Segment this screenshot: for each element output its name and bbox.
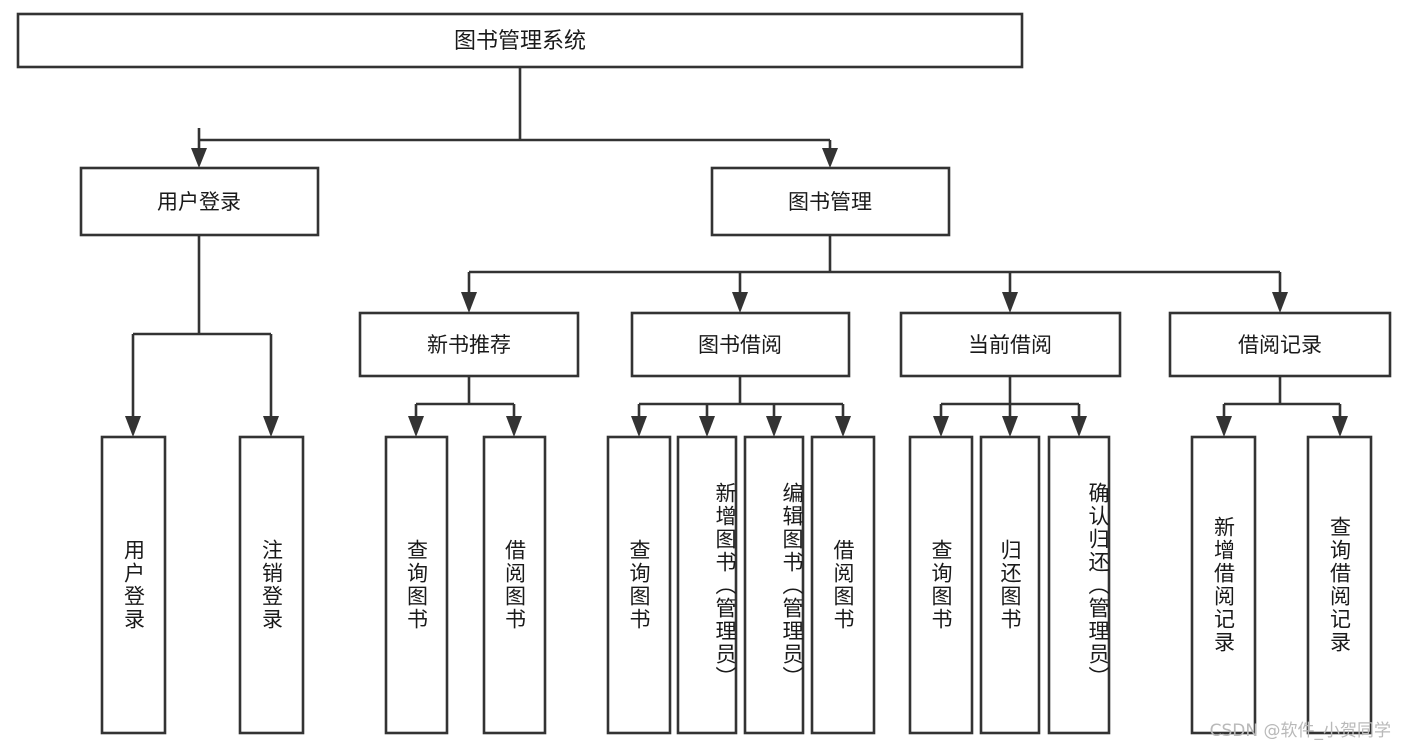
csdn-watermark: CSDN @软件_小贺同学 bbox=[1209, 721, 1391, 741]
arrow-leaf-edit-book bbox=[766, 416, 782, 437]
arrow-leaf-query-book-2 bbox=[631, 416, 647, 437]
arrow-leaf-return-book bbox=[1002, 416, 1018, 437]
book-borrow-box[interactable] bbox=[630, 311, 851, 378]
leaf-add-book-box[interactable] bbox=[676, 435, 738, 735]
leaf-user-login-box[interactable] bbox=[100, 435, 167, 735]
arrow-leaf-confirm-return bbox=[1071, 416, 1087, 437]
edges bbox=[125, 67, 1348, 437]
borrow-record-label: 借阅记录 bbox=[1238, 333, 1322, 357]
leaf-query-book-3-box[interactable] bbox=[908, 435, 974, 735]
arrow-leaf-logout-login bbox=[263, 416, 279, 437]
arrow-leaf-add-book bbox=[699, 416, 715, 437]
arrow-leaf-query-record bbox=[1332, 416, 1348, 437]
root-box[interactable] bbox=[16, 12, 1024, 69]
node-new-book-recommend[interactable]: 新书推荐 bbox=[358, 311, 580, 378]
node-borrow-record[interactable]: 借阅记录 bbox=[1168, 311, 1392, 378]
leaf-edit-book-box[interactable] bbox=[743, 435, 805, 735]
user-login-label: 用户登录 bbox=[157, 190, 241, 214]
leaf-query-record-box[interactable] bbox=[1306, 435, 1373, 735]
node-book-borrow[interactable]: 图书借阅 bbox=[630, 311, 851, 378]
current-borrow-label: 当前借阅 bbox=[968, 333, 1052, 357]
arrow-leaf-borrow-book-1 bbox=[506, 416, 522, 437]
arrow-leaf-borrow-book-2 bbox=[835, 416, 851, 437]
leaf-query-book-1-box[interactable] bbox=[384, 435, 449, 735]
borrow-record-box[interactable] bbox=[1168, 311, 1392, 378]
leaf-borrow-book-1-box[interactable] bbox=[482, 435, 547, 735]
arrow-current-borrow bbox=[1002, 292, 1018, 313]
book-management-box[interactable] bbox=[710, 166, 951, 237]
arrow-leaf-query-book-1 bbox=[408, 416, 424, 437]
leaf-query-book-2-box[interactable] bbox=[606, 435, 672, 735]
book-management-label: 图书管理 bbox=[788, 190, 872, 214]
leaf-confirm-return-box[interactable] bbox=[1047, 435, 1111, 735]
leaf-add-record-box[interactable] bbox=[1190, 435, 1257, 735]
leaf-logout-login-box[interactable] bbox=[238, 435, 305, 735]
arrow-leaf-query-book-3 bbox=[933, 416, 949, 437]
user-login-box[interactable] bbox=[79, 166, 320, 237]
current-borrow-box[interactable] bbox=[899, 311, 1122, 378]
leaf-return-book-box[interactable] bbox=[979, 435, 1041, 735]
new-book-recommend-box[interactable] bbox=[358, 311, 580, 378]
node-current-borrow[interactable]: 当前借阅 bbox=[899, 311, 1122, 378]
leaf-borrow-book-2-box[interactable] bbox=[810, 435, 876, 735]
node-user-login[interactable]: 用户登录 bbox=[79, 166, 320, 237]
arrow-book-management bbox=[822, 148, 838, 168]
arrow-new-book-recommend bbox=[461, 292, 477, 313]
arrow-leaf-user-login bbox=[125, 416, 141, 437]
root-label: 图书管理系统 bbox=[454, 29, 586, 54]
node-book-management[interactable]: 图书管理 bbox=[710, 166, 951, 237]
new-book-recommend-label: 新书推荐 bbox=[427, 333, 511, 357]
arrow-book-borrow bbox=[732, 292, 748, 313]
book-borrow-label: 图书借阅 bbox=[698, 333, 782, 357]
arrow-borrow-record bbox=[1272, 292, 1288, 313]
node-root[interactable]: 图书管理系统 bbox=[16, 12, 1024, 69]
leaf-boxes bbox=[100, 435, 1373, 735]
arrow-user-login bbox=[191, 148, 207, 168]
arrow-leaf-add-record bbox=[1216, 416, 1232, 437]
